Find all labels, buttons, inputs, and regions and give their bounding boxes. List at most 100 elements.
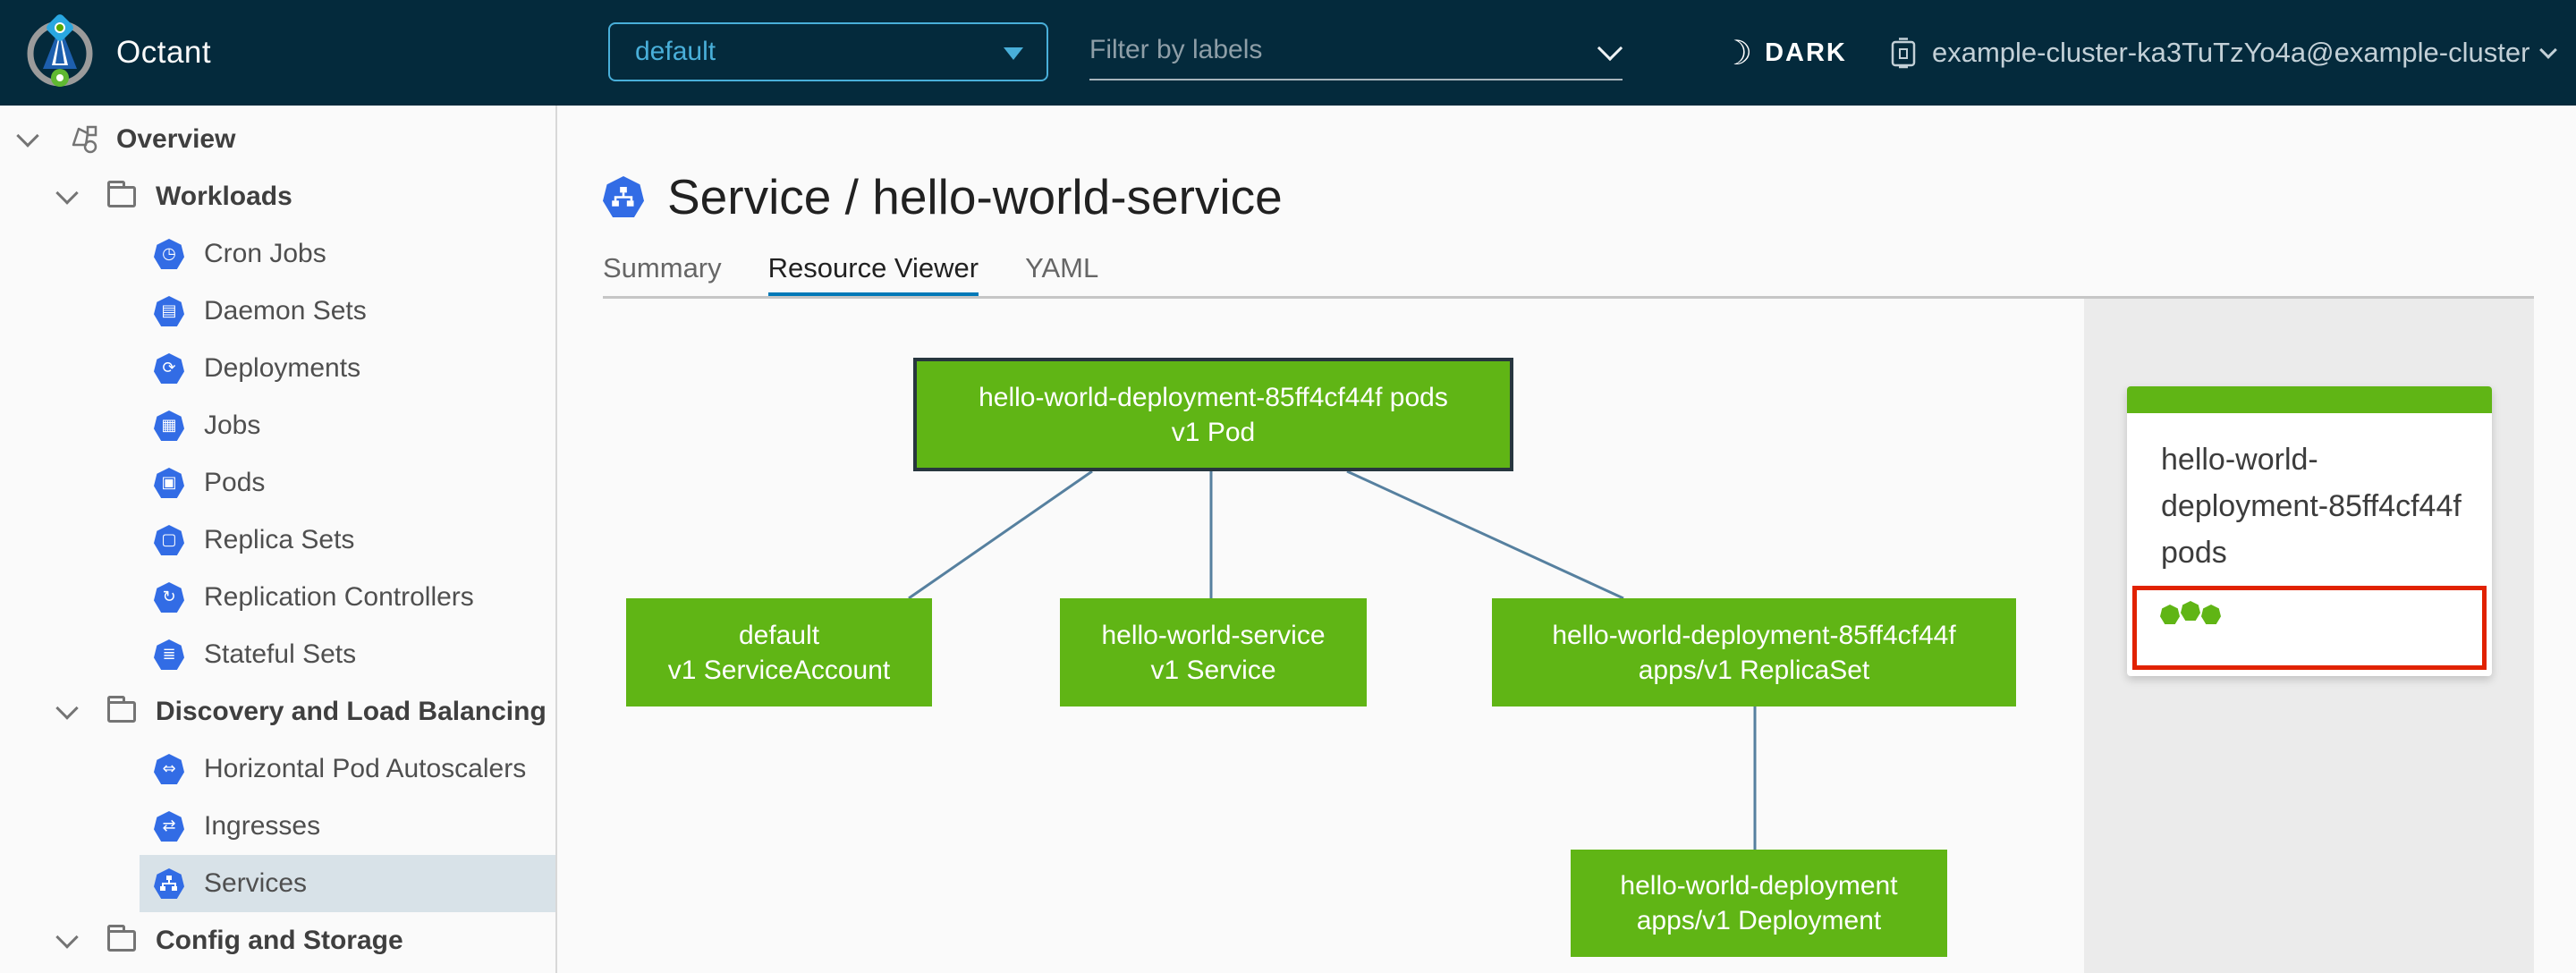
graph-node-service[interactable]: hello-world-service v1 Service — [1060, 598, 1367, 706]
pod-ok-icon — [2181, 601, 2200, 621]
octant-logo-icon — [27, 14, 93, 87]
detail-panel: hello-world-deployment-85ff4cf44f pods — [2084, 299, 2534, 973]
sidebar-item-jobs[interactable]: ▦ Jobs — [140, 397, 555, 454]
namespace-value: default — [635, 37, 716, 66]
chevron-down-icon — [1004, 47, 1023, 60]
sidebar-item-ingresses[interactable]: ⇄ Ingresses — [140, 798, 555, 855]
pod-ok-icon — [2160, 605, 2180, 624]
daemonset-icon: ▤ — [154, 296, 184, 326]
node-sublabel: apps/v1 ReplicaSet — [1638, 655, 1870, 685]
node-label: hello-world-deployment-85ff4cf44f pods — [979, 382, 1448, 412]
node-label: default — [738, 620, 820, 650]
chevron-down-icon — [55, 697, 79, 720]
sidebar-item-deployments[interactable]: ⟳ Deployments — [140, 340, 555, 397]
chevron-down-icon — [2539, 41, 2558, 59]
sidebar-item-services[interactable]: Services — [140, 855, 555, 912]
folder-icon — [107, 925, 136, 952]
cronjob-icon: ◷ — [154, 239, 184, 269]
context-name: example-cluster-ka3TuTzYo4a@example-clus… — [1932, 37, 2530, 68]
sidebar-item-pods[interactable]: ▣ Pods — [140, 454, 555, 512]
job-icon: ▦ — [154, 410, 184, 441]
sidebar-item-stateful-sets[interactable]: ≣ Stateful Sets — [140, 626, 555, 683]
sidebar-item-label: Jobs — [204, 410, 261, 440]
graph-node-deployment[interactable]: hello-world-deployment apps/v1 Deploymen… — [1571, 850, 1947, 957]
graph-node-serviceaccount[interactable]: default v1 ServiceAccount — [626, 598, 932, 706]
page-title-text: Service / hello-world-service — [667, 169, 1283, 224]
chevron-down-icon — [16, 124, 39, 148]
node-sublabel: v1 Pod — [1171, 417, 1256, 447]
replicaset-icon: ▢ — [154, 525, 184, 555]
namespace-selector[interactable]: default — [608, 22, 1048, 81]
deployment-icon: ⟳ — [154, 353, 184, 384]
node-label: hello-world-deployment — [1620, 871, 1898, 901]
label-filter-input[interactable] — [1089, 25, 1572, 75]
card-title: hello-world-deployment-85ff4cf44f pods — [2161, 443, 2462, 570]
label-filter — [1089, 25, 1623, 80]
graph-node-pod[interactable]: hello-world-deployment-85ff4cf44f pods v… — [913, 358, 1513, 471]
pod-ok-icon — [2201, 605, 2221, 624]
sidebar-item-discovery-and-load-balancing[interactable]: Discovery and Load Balancing — [0, 683, 555, 740]
sidebar-item-config-and-storage[interactable]: Config and Storage — [0, 912, 555, 969]
ingress-icon: ⇄ — [154, 811, 184, 842]
sidebar-item-label: Daemon Sets — [204, 296, 367, 326]
chevron-down-icon — [55, 182, 79, 205]
sidebar-item-daemon-sets[interactable]: ▤ Daemon Sets — [140, 283, 555, 340]
tab-resource-viewer[interactable]: Resource Viewer — [767, 252, 979, 299]
card-status-bar — [2127, 386, 2492, 413]
page-title: Service / hello-world-service — [603, 168, 1283, 225]
moon-icon: ☾ — [1722, 33, 1753, 72]
resource-graph: hello-world-deployment-85ff4cf44f pods v… — [557, 299, 2087, 973]
chevron-down-icon — [1597, 35, 1623, 62]
top-header: Octant default ☾ DARK example-cluster-ka… — [0, 0, 2576, 106]
sidebar-item-label: Deployments — [204, 353, 361, 383]
sidebar-item-label: Replication Controllers — [204, 582, 474, 612]
sidebar-item-cron-jobs[interactable]: ◷ Cron Jobs — [140, 225, 555, 283]
node-label: hello-world-service — [1101, 620, 1326, 650]
selected-node-card: hello-world-deployment-85ff4cf44f pods — [2127, 386, 2492, 676]
sidebar-item-label: Services — [204, 868, 308, 898]
pod-icon: ▣ — [154, 468, 184, 498]
hpa-icon: ⇔ — [154, 754, 184, 784]
sidebar-item-label: Config and Storage — [156, 926, 403, 955]
sidebar-item-workloads[interactable]: Workloads — [0, 168, 555, 225]
chevron-down-icon — [55, 926, 79, 949]
replication-controller-icon: ↻ — [154, 582, 184, 613]
tab-divider — [603, 296, 2534, 299]
sidebar-item-label: Overview — [116, 124, 236, 154]
pod-status-box[interactable] — [2132, 586, 2487, 670]
pod-status-dots — [2137, 590, 2482, 624]
sidebar-item-replica-sets[interactable]: ▢ Replica Sets — [140, 512, 555, 569]
statefulset-icon: ≣ — [154, 639, 184, 670]
sidebar-item-label: Cron Jobs — [204, 239, 326, 268]
graph-node-replicaset[interactable]: hello-world-deployment-85ff4cf44f apps/v… — [1492, 598, 2016, 706]
sidebar-nav: Overview Workloads ◷ Cron Jobs ▤ Daemon … — [0, 106, 557, 973]
sidebar-item-overview[interactable]: Overview — [0, 111, 555, 168]
sidebar-item-label: Replica Sets — [204, 525, 355, 554]
sidebar-item-label: Horizontal Pod Autoscalers — [204, 754, 527, 783]
sidebar-item-horizontal-pod-autoscalers[interactable]: ⇔ Horizontal Pod Autoscalers — [140, 740, 555, 798]
folder-icon — [107, 696, 136, 723]
service-icon — [603, 176, 644, 217]
context-switcher[interactable]: example-cluster-ka3TuTzYo4a@example-clus… — [1889, 0, 2558, 106]
tab-yaml[interactable]: YAML — [1025, 252, 1099, 283]
tab-summary[interactable]: Summary — [603, 252, 722, 283]
graph-edges — [908, 470, 1757, 850]
sidebar-item-label: Stateful Sets — [204, 639, 357, 669]
node-sublabel: apps/v1 Deployment — [1636, 906, 1882, 935]
sidebar-item-replication-controllers[interactable]: ↻ Replication Controllers — [140, 569, 555, 626]
sidebar-item-label: Pods — [204, 468, 266, 497]
service-icon — [154, 868, 184, 899]
sidebar-item-label: Discovery and Load Balancing — [156, 697, 547, 726]
theme-toggle-button[interactable]: ☾ DARK — [1722, 0, 1847, 106]
objects-icon — [72, 125, 97, 154]
node-label: hello-world-deployment-85ff4cf44f — [1552, 620, 1956, 650]
app-title: Octant — [116, 35, 212, 70]
cluster-icon — [1891, 38, 1916, 69]
folder-icon — [107, 181, 136, 207]
sidebar-item-label: Ingresses — [204, 811, 321, 841]
theme-toggle-label: DARK — [1765, 38, 1847, 67]
sidebar-item-label: Workloads — [156, 182, 292, 211]
node-sublabel: v1 ServiceAccount — [667, 655, 891, 685]
node-sublabel: v1 Service — [1150, 655, 1276, 685]
tab-bar: Summary Resource Viewer YAML — [603, 252, 1145, 299]
